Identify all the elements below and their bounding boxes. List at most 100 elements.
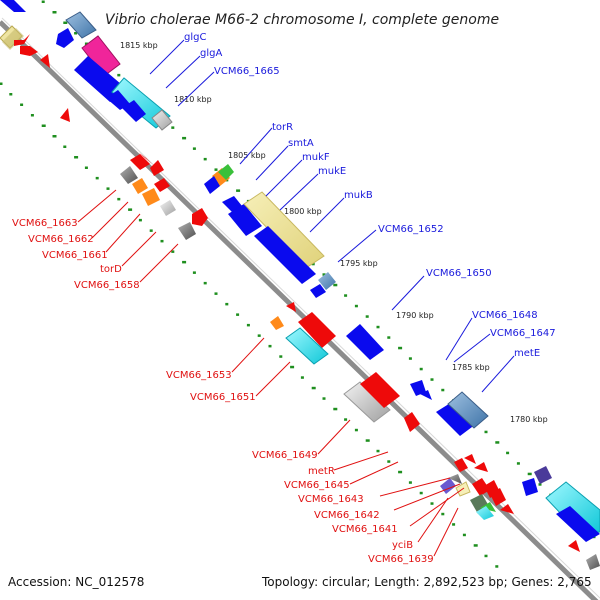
gene-label[interactable]: mukF bbox=[302, 152, 330, 163]
gc-tick bbox=[279, 355, 282, 358]
kbp-label: 1805 kbp bbox=[228, 151, 266, 160]
gc-tick bbox=[344, 294, 347, 297]
kbp-label: 1785 kbp bbox=[452, 363, 490, 372]
gc-tick bbox=[107, 187, 110, 190]
gc-tick bbox=[517, 462, 520, 465]
gc-tick bbox=[150, 229, 153, 232]
gene-label[interactable]: torR bbox=[272, 122, 293, 133]
kbp-label: 1790 kbp bbox=[396, 311, 434, 320]
gc-tick bbox=[31, 114, 34, 117]
feature-group-middle bbox=[120, 152, 336, 298]
gc-tick bbox=[431, 378, 434, 381]
gene-label[interactable]: VCM66_1665 bbox=[214, 66, 280, 77]
gene-label[interactable]: VCM66_1648 bbox=[472, 310, 538, 321]
gc-tick bbox=[42, 125, 46, 128]
gene-label[interactable]: VCM66_1642 bbox=[314, 510, 380, 521]
gc-tick bbox=[398, 347, 402, 350]
gene-label[interactable]: yciB bbox=[392, 540, 413, 551]
gc-tick bbox=[193, 271, 196, 274]
kbp-label: 1780 kbp bbox=[510, 415, 548, 424]
gc-tick bbox=[161, 240, 164, 243]
gc-tick bbox=[495, 565, 498, 568]
gene-label[interactable]: metE bbox=[514, 348, 540, 359]
gc-tick bbox=[387, 336, 390, 339]
gc-tick bbox=[215, 168, 218, 171]
gc-tick bbox=[474, 544, 478, 547]
gene-label[interactable]: VCM66_1641 bbox=[332, 524, 398, 535]
gc-tick bbox=[63, 146, 66, 149]
gc-tick bbox=[182, 261, 186, 264]
gc-tick bbox=[409, 481, 412, 484]
gc-tick bbox=[452, 523, 455, 526]
gc-tick bbox=[63, 22, 67, 25]
gc-tick bbox=[485, 555, 488, 558]
gc-tick bbox=[204, 158, 207, 161]
gc-tick bbox=[258, 334, 261, 337]
gene-label[interactable]: VCM66_1651 bbox=[190, 392, 256, 403]
gene-label[interactable]: mukB bbox=[344, 190, 373, 201]
gc-tick bbox=[366, 439, 370, 442]
gene-label[interactable]: metR bbox=[308, 466, 335, 477]
map-title: Vibrio cholerae M66-2 chromosome I, comp… bbox=[105, 12, 499, 28]
gc-tick bbox=[463, 534, 466, 537]
gc-tick bbox=[74, 156, 78, 159]
gc-tick bbox=[117, 74, 120, 77]
gc-tick bbox=[96, 177, 99, 180]
gc-tick bbox=[441, 389, 444, 392]
gene-label[interactable]: VCM66_1663 bbox=[12, 218, 78, 229]
gc-tick bbox=[420, 368, 423, 371]
accession-text: Accession: NC_012578 bbox=[8, 575, 144, 589]
gene-label[interactable]: VCM66_1650 bbox=[426, 268, 492, 279]
gc-tick bbox=[398, 471, 402, 474]
gc-tick bbox=[117, 198, 120, 201]
genome-summary-text: Topology: circular; Length: 2,892,523 bp… bbox=[261, 575, 592, 589]
gc-tick bbox=[301, 376, 304, 379]
gc-tick bbox=[485, 431, 488, 434]
kbp-label: 1795 kbp bbox=[340, 259, 378, 268]
gc-tick bbox=[312, 387, 316, 390]
gene-label[interactable]: VCM66_1653 bbox=[166, 370, 232, 381]
gc-tick bbox=[355, 429, 358, 432]
gc-tick bbox=[215, 292, 218, 295]
gene-label[interactable]: VCM66_1647 bbox=[490, 328, 556, 339]
gc-tick bbox=[128, 208, 132, 211]
gc-tick bbox=[506, 452, 509, 455]
gc-tick bbox=[323, 397, 326, 400]
gc-tick bbox=[85, 167, 88, 170]
gene-label[interactable]: VCM66_1652 bbox=[378, 224, 444, 235]
gc-tick bbox=[377, 450, 380, 453]
gc-tick bbox=[333, 284, 337, 287]
gc-tick bbox=[236, 313, 239, 316]
gene-label[interactable]: mukE bbox=[318, 166, 346, 177]
gene-label[interactable]: VCM66_1662 bbox=[28, 234, 94, 245]
kbp-label: 1810 kbp bbox=[174, 95, 212, 104]
gc-tick bbox=[495, 441, 499, 444]
gene-label[interactable]: VCM66_1645 bbox=[284, 480, 350, 491]
gc-tick bbox=[9, 93, 12, 96]
gene-label[interactable]: VCM66_1649 bbox=[252, 450, 318, 461]
gene-label[interactable]: smtA bbox=[288, 138, 314, 149]
gene-label[interactable]: VCM66_1661 bbox=[42, 250, 108, 261]
gc-tick bbox=[139, 219, 142, 222]
gc-tick bbox=[236, 189, 240, 192]
gc-tick bbox=[269, 345, 272, 348]
gene-label[interactable]: VCM66_1658 bbox=[74, 280, 140, 291]
gc-tick bbox=[204, 282, 207, 285]
gc-tick bbox=[53, 135, 57, 138]
gc-tick bbox=[355, 305, 358, 308]
gc-tick bbox=[171, 126, 174, 128]
gc-tick bbox=[387, 460, 390, 463]
gc-tick bbox=[377, 326, 380, 329]
gc-tick bbox=[420, 492, 423, 495]
kbp-label: 1800 kbp bbox=[284, 207, 322, 216]
gene-label[interactable]: glgC bbox=[184, 32, 206, 43]
gc-tick bbox=[333, 408, 337, 411]
gc-tick bbox=[225, 303, 228, 306]
gc-tick bbox=[247, 324, 250, 327]
gene-label[interactable]: torD bbox=[100, 264, 122, 275]
gene-label[interactable]: VCM66_1643 bbox=[298, 494, 364, 505]
gc-tick bbox=[366, 315, 369, 318]
gene-label[interactable]: VCM66_1639 bbox=[368, 554, 434, 565]
gene-label[interactable]: glgA bbox=[200, 48, 222, 59]
